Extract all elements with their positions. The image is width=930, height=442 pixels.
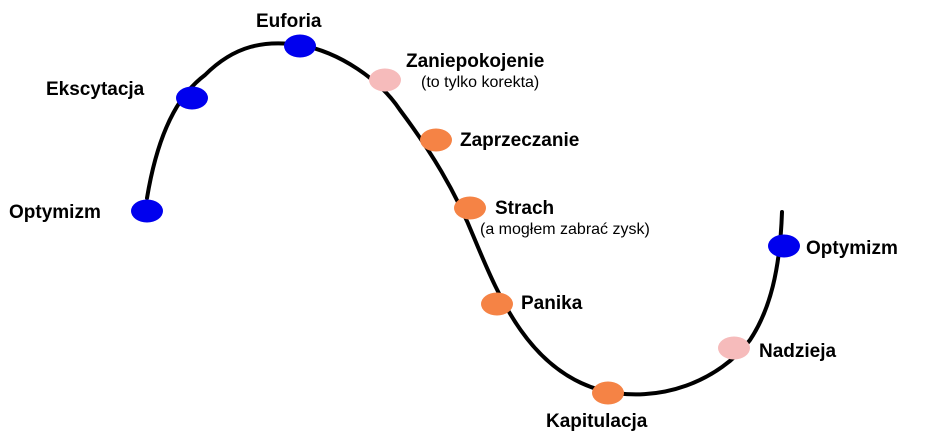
stage-kapitulacja: Kapitulacja: [546, 381, 648, 432]
stage-label: Panika: [521, 293, 583, 314]
stage-marker: [131, 199, 163, 223]
stage-sublabel: (to tylko korekta): [421, 74, 539, 91]
stage-marker: [420, 128, 452, 152]
stage-label: Zaniepokojenie: [406, 51, 544, 72]
cycle-curve: [145, 41, 784, 397]
stage-label: Zaprzeczanie: [460, 130, 579, 151]
stage-zaprzeczanie: Zaprzeczanie: [420, 128, 579, 152]
stage-label: Strach: [495, 198, 554, 219]
stage-label: Optymizm: [9, 202, 101, 223]
stage-zaniepokojenie: Zaniepokojenie (to tylko korekta): [369, 51, 544, 92]
stage-label: Nadzieja: [759, 341, 837, 362]
stage-marker: [592, 381, 624, 405]
stage-label: Kapitulacja: [546, 411, 648, 432]
stage-marker: [768, 234, 800, 258]
stage-label: Optymizm: [806, 238, 898, 259]
stage-ekscytacja: Ekscytacja: [46, 79, 208, 110]
stage-marker: [718, 336, 750, 360]
stage-label: Euforia: [256, 11, 322, 32]
stage-marker: [454, 196, 486, 220]
stage-label: Ekscytacja: [46, 79, 145, 100]
stage-optymizm-end: Optymizm: [768, 234, 898, 259]
stage-marker: [481, 292, 513, 316]
stage-panika: Panika: [481, 292, 583, 316]
stage-marker: [284, 34, 316, 58]
stage-strach: Strach (a mogłem zabrać zysk): [454, 196, 650, 238]
stage-optymizm-start: Optymizm: [9, 199, 163, 223]
stage-marker: [369, 68, 401, 92]
stage-euforia: Euforia: [256, 11, 322, 58]
stage-nadzieja: Nadzieja: [718, 336, 837, 362]
stage-marker: [176, 86, 208, 110]
stage-sublabel: (a mogłem zabrać zysk): [480, 221, 650, 238]
